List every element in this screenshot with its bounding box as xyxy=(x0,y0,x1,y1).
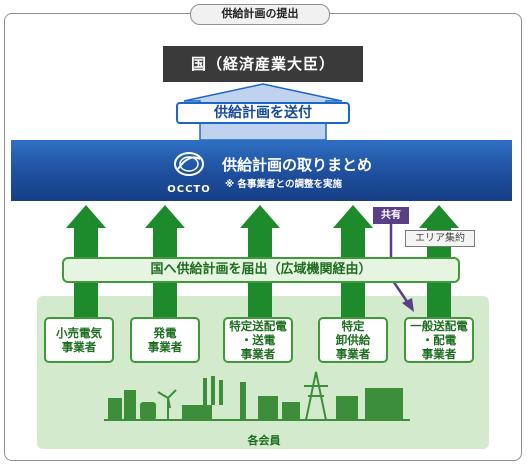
business-box-retail: 小売電気 事業者 xyxy=(44,317,114,363)
send-label: 供給計画を送付 xyxy=(176,102,350,124)
business-box-specified-wholesale: 特定 卸供給 事業者 xyxy=(318,317,388,363)
plant-1 xyxy=(365,388,403,420)
notify-band: 国へ供給計画を届出（広域機関経由） xyxy=(62,257,460,283)
tower-1 xyxy=(240,382,246,420)
building-5 xyxy=(336,396,358,420)
business-box-general-transmission: 一般送配電 ・配電 事業者 xyxy=(404,317,474,363)
occto-main-text: 供給計画の取りまとめ xyxy=(222,156,373,174)
occto-logo-text: OCCTO xyxy=(167,184,211,195)
wind-turbine xyxy=(157,389,177,420)
tank-1 xyxy=(140,402,156,420)
share-arrow-head xyxy=(402,298,414,312)
building-2 xyxy=(124,390,136,420)
occto-sub-text: ※ 各事業者との調整を実施 xyxy=(225,179,342,190)
chimney-2 xyxy=(211,376,215,405)
building-3 xyxy=(258,396,278,420)
factory-1 xyxy=(182,405,212,420)
pylon xyxy=(304,371,328,421)
building-1 xyxy=(108,398,122,420)
business-box-specified-transmission: 特定送配電 ・送電 事業者 xyxy=(223,317,293,363)
chimney-3 xyxy=(219,380,223,405)
share-badge: 共有 xyxy=(373,207,409,224)
building-4 xyxy=(282,402,300,420)
area-badge: エリア集約 xyxy=(405,230,475,247)
frame-title: 供給計画の提出 xyxy=(190,4,330,25)
members-label: 各会員 xyxy=(247,434,281,447)
business-box-generation: 発電 事業者 xyxy=(130,317,200,363)
nation-box: 国（経済産業大臣） xyxy=(163,46,363,82)
occto-bar xyxy=(11,140,512,201)
ground-line xyxy=(104,419,410,421)
chimney-1 xyxy=(203,378,207,405)
occto-logo-icon xyxy=(174,152,204,176)
